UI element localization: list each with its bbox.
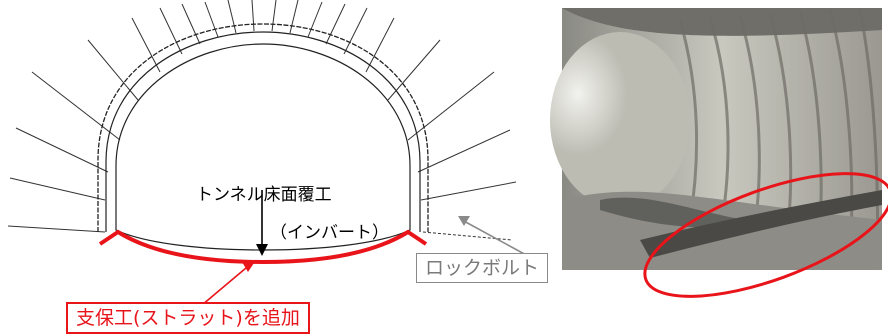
- tunnel-interior-photo: [550, 8, 888, 298]
- strut-arrow: [201, 267, 247, 306]
- rockbolt-callout: ロックボルト: [416, 253, 549, 283]
- strut-callout: 支保工(ストラット)を追加: [66, 302, 310, 334]
- invert-label-line2: （インバート）: [270, 223, 389, 243]
- strut-invert: [98, 229, 428, 265]
- middle-lining: [105, 31, 421, 232]
- invert-arrowhead: [256, 244, 268, 256]
- invert-label-line1: トンネル床面覆工: [196, 185, 332, 205]
- inner-lining: [115, 43, 411, 251]
- rock-bolts: [7, 0, 517, 241]
- outer-lining: [97, 23, 429, 232]
- strut-arrowhead: [242, 262, 254, 272]
- highlight-ellipse: [643, 172, 888, 298]
- rockbolt-arrow: [461, 219, 529, 257]
- tunnel-cross-section: [7, 0, 529, 306]
- rockbolt-arrowhead: [458, 216, 470, 226]
